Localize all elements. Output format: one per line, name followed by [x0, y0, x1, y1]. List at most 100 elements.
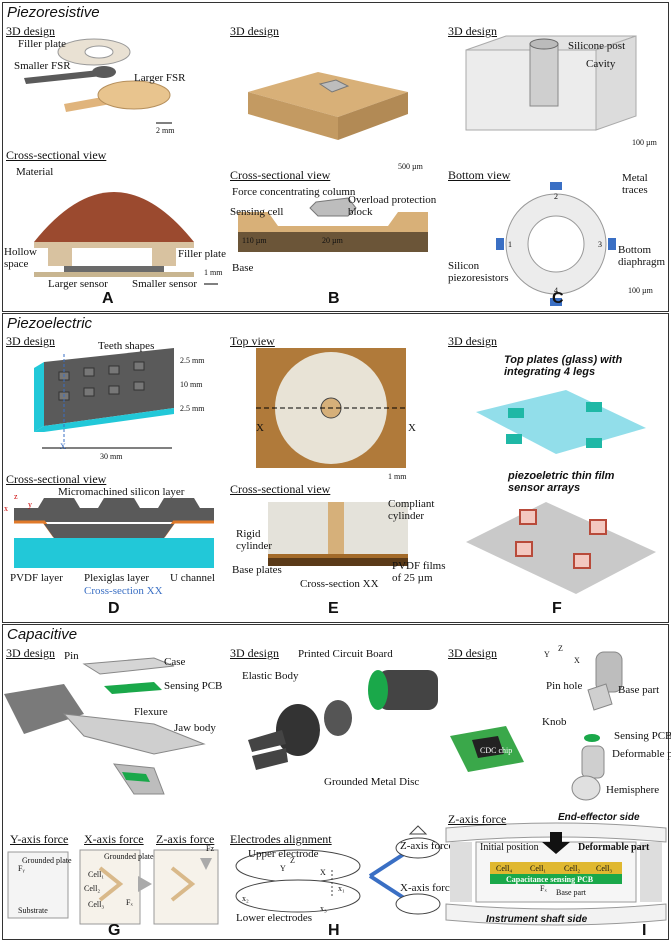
- label-instrument: Instrument shaft side: [486, 914, 588, 925]
- label-sensing-cell: Sensing cell: [230, 206, 284, 218]
- label-sensing-pcb: Sensing PCB: [164, 680, 223, 692]
- label-pin-hole: Pin hole: [546, 680, 583, 692]
- label-grounded-plate-2: Grounded plate: [104, 852, 154, 861]
- x-force: X-axis force: [84, 832, 144, 846]
- scale-bottom: 100 µm: [628, 286, 653, 295]
- label-hollow-space: Hollow space: [4, 246, 37, 270]
- panel-f-drawing: [466, 390, 656, 594]
- label-plexiglas: Plexiglas layer: [84, 572, 150, 584]
- label-x-axis-force: X-axis force: [400, 882, 455, 894]
- electrodes-title: Electrodes alignment: [230, 832, 332, 846]
- section-title: Piezoresistive: [7, 4, 100, 21]
- axis-x: X: [320, 868, 326, 877]
- cross-title: Cross-sectional view: [230, 168, 331, 182]
- label-compliant: Compliant cylinder: [388, 498, 435, 522]
- axis-x: X: [574, 656, 580, 665]
- label-larger-sensor: Larger sensor: [48, 278, 108, 290]
- axis-y: Y: [544, 650, 550, 659]
- label-rigid: Rigid cylinder: [236, 528, 273, 552]
- label-fx: Fₓ: [126, 898, 133, 907]
- label-larger-fsr: Larger FSR: [134, 72, 186, 84]
- label-elastic: Elastic Body: [242, 670, 299, 682]
- section-title: Capacitive: [7, 626, 78, 643]
- x-left: X: [256, 422, 264, 434]
- scale-top: 2 mm: [156, 126, 175, 135]
- label-knob: Knob: [542, 716, 567, 728]
- label-smaller-sensor: Smaller sensor: [132, 278, 198, 290]
- label-cell-1: Cell₁: [530, 864, 547, 873]
- panel-g: 3D design Pin Case Sensing PCB Flexure J…: [4, 644, 224, 940]
- axis-x2: x: [4, 504, 8, 513]
- panel-a-drawing: [24, 38, 218, 285]
- panel-letter: E: [328, 600, 339, 617]
- top-title: Top view: [230, 334, 275, 348]
- axis-z: Z: [290, 856, 295, 865]
- panel-letter: C: [552, 290, 564, 307]
- num-4: 4: [554, 286, 558, 295]
- label-cell-2: Cell₂: [564, 864, 581, 873]
- panel-g-drawing: [4, 657, 219, 925]
- axis-y: y: [28, 500, 32, 509]
- dim-len: 30 mm: [100, 452, 123, 461]
- label-micromachined: Micromachined silicon layer: [58, 486, 185, 498]
- panel-letter: H: [328, 922, 340, 939]
- label-lower: Lower electrodes: [236, 912, 313, 924]
- panel-e: Top view X X 1 mm Cross-sectional view C…: [228, 332, 446, 622]
- label-x1: x₁: [338, 884, 345, 893]
- label-cell2: Cell₂: [84, 884, 101, 893]
- dim-20: 20 µm: [322, 236, 343, 245]
- label-substrate: Substrate: [18, 906, 48, 915]
- label-cap-pcb: Capacitance sensing PCB: [506, 875, 594, 884]
- label-hemisphere: Hemisphere: [606, 784, 660, 796]
- design-title: 3D design: [230, 646, 279, 660]
- label-base-part-2: Base part: [556, 888, 586, 897]
- label-bottom-diaphragm: Bottom diaphragm: [618, 244, 666, 268]
- label-silicone-post: Silicone post: [568, 40, 626, 52]
- label-x2: x₂: [242, 894, 249, 903]
- scale-top: 100 µm: [632, 138, 657, 147]
- z-force: Z-axis force: [156, 832, 215, 846]
- scale-top: 500 µm: [398, 162, 423, 171]
- scale: 1 mm: [388, 472, 407, 481]
- label-grounded-plate: Grounded plate: [22, 856, 72, 865]
- label-cell-3: Cell₃: [596, 864, 613, 873]
- axis-x: X: [60, 442, 66, 451]
- label-initial: Initial position: [480, 842, 539, 853]
- dim-c: 2.5 mm: [180, 404, 205, 413]
- label-x3: x₃: [320, 904, 327, 913]
- label-section: Cross-section XX: [300, 578, 379, 590]
- label-cell3: Cell₃: [88, 900, 105, 909]
- cross-title: Cross-sectional view: [6, 472, 107, 486]
- panel-d-drawing: [14, 348, 214, 568]
- axis-z: z: [14, 492, 18, 501]
- label-metal-traces: Metal traces: [622, 172, 648, 196]
- section-capacitive: Capacitive: [2, 624, 669, 940]
- label-cdc: CDC chip: [480, 746, 513, 755]
- num-1: 1: [508, 240, 512, 249]
- label-silicon-piezo: Silicon piezoresistors: [448, 260, 509, 284]
- y-force: Y-axis force: [10, 832, 69, 846]
- label-top-plates: Top plates (glass) with integrating 4 le…: [504, 354, 623, 378]
- dim-a: 2.5 mm: [180, 356, 205, 365]
- label-sensing-pcb: Sensing PCB: [614, 730, 671, 742]
- label-cell1: Cell₁: [88, 870, 105, 879]
- panel-letter: A: [102, 290, 114, 307]
- panel-i: 3D design Y Z X Pin hole Base part Knob …: [445, 644, 671, 940]
- panel-f: 3D design Top plates (glass) with integr…: [446, 332, 666, 622]
- label-thin-film: piezoeletric thin film sensor arrays: [508, 470, 615, 494]
- label-u-channel: U channel: [170, 572, 215, 584]
- design-title: 3D design: [448, 24, 497, 38]
- section-piezoresistive: Piezoresistive: [2, 2, 669, 312]
- label-pin: Pin: [64, 650, 79, 662]
- design-title: 3D design: [6, 334, 55, 348]
- scale-bottom: 1 mm: [204, 268, 223, 277]
- panel-letter: I: [642, 922, 647, 939]
- design-title: 3D design: [6, 24, 55, 38]
- label-smaller-fsr: Smaller FSR: [14, 60, 71, 72]
- label-flexure: Flexure: [134, 706, 168, 718]
- cross-title: Cross-sectional view: [230, 482, 331, 496]
- label-overload: Overload protection block: [348, 194, 437, 218]
- label-base-part: Base part: [618, 684, 660, 696]
- label-fz: Fz: [206, 844, 214, 853]
- label-pvdf-films: PVDF films of 25 µm: [392, 560, 446, 584]
